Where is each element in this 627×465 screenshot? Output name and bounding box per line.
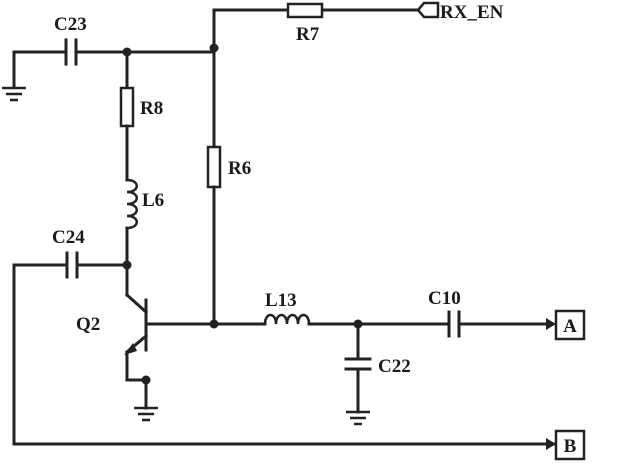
- port-a-box: [554, 309, 586, 341]
- label-l6: L6: [142, 190, 164, 211]
- junction-dot: [353, 319, 363, 329]
- junction-dot: [122, 260, 132, 270]
- ground-symbol-c23: [2, 86, 26, 102]
- c24-line: [12, 263, 557, 446]
- label-c22: C22: [378, 356, 411, 377]
- capacitor-c23: [64, 38, 78, 66]
- rx-en-line: [212, 8, 420, 50]
- junction-dot: [122, 47, 132, 57]
- label-l13: L13: [265, 290, 297, 311]
- label-c10: C10: [428, 288, 461, 309]
- arrow-a-icon: [546, 318, 556, 330]
- junction-dot: [141, 375, 151, 385]
- capacitor-c10: [447, 310, 461, 338]
- junction-dot: [209, 319, 219, 329]
- junction-dot: [209, 43, 219, 53]
- label-r7: R7: [296, 24, 320, 45]
- arrow-b-icon: [546, 438, 556, 450]
- label-port-a: A: [563, 316, 577, 337]
- resistor-r7: [286, 2, 324, 19]
- label-r6: R6: [228, 158, 251, 179]
- rx-en-connector: [416, 1, 440, 19]
- port-b-box: [554, 429, 586, 461]
- label-r8: R8: [140, 98, 163, 119]
- capacitor-c24: [65, 251, 79, 279]
- resistor-r8: [119, 86, 135, 128]
- ground-symbol-c22: [346, 410, 370, 426]
- label-c24: C24: [52, 227, 85, 248]
- c23-line: [12, 50, 216, 88]
- inductor-l6: [126, 178, 138, 230]
- inductor-l13: [263, 313, 311, 325]
- resistor-r6: [206, 145, 222, 189]
- label-c23: C23: [54, 14, 87, 35]
- label-q2: Q2: [76, 314, 100, 335]
- label-rx-en: RX_EN: [440, 2, 504, 23]
- label-port-b: B: [564, 436, 577, 457]
- ground-symbol-q2: [134, 406, 158, 422]
- capacitor-c22: [344, 357, 372, 371]
- transistor-q2: [124, 292, 216, 410]
